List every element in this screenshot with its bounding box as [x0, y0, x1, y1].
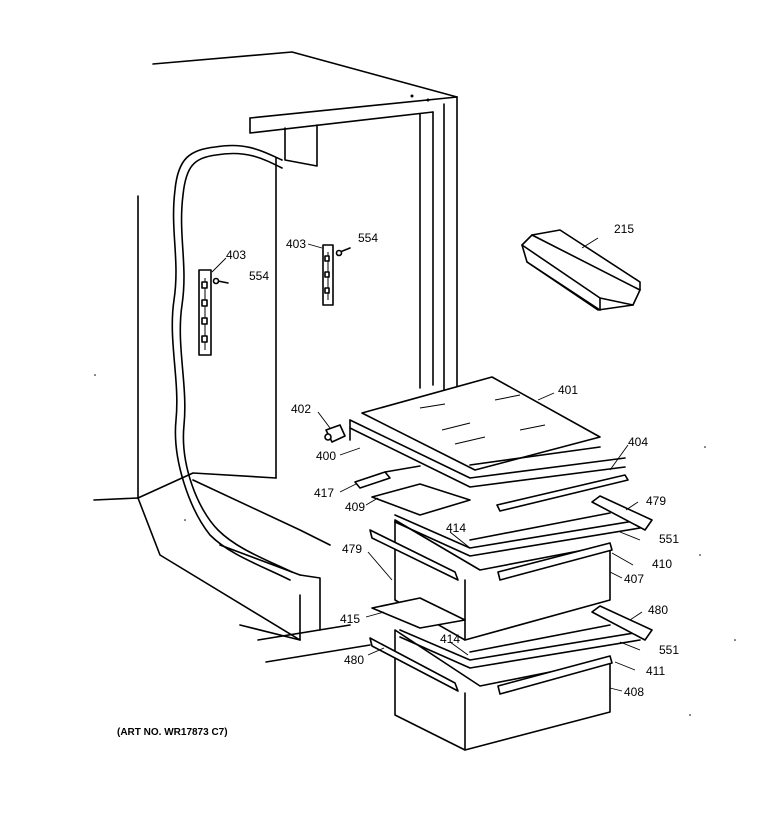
callout-414-upper: 414: [446, 521, 466, 535]
glass-shelf: [361, 376, 601, 471]
callout-414-lower: 414: [440, 632, 460, 646]
lower-drawer-frame: [399, 624, 641, 669]
callout-411: 411: [646, 664, 665, 678]
shelf-bracket: [324, 424, 346, 443]
art-number: (ART NO. WR17873 C7): [117, 727, 228, 738]
callout-480-left: 480: [344, 653, 364, 667]
callout-480-right: 480: [648, 603, 668, 617]
crisper-cover-glass: [371, 483, 471, 516]
callout-410: 410: [652, 557, 672, 571]
callout-409: 409: [345, 500, 365, 514]
callout-551-upper: 551: [659, 532, 679, 546]
callout-415: 415: [340, 612, 360, 626]
callout-479-left: 479: [342, 542, 362, 556]
upper-crisper-drawer: [369, 519, 613, 641]
callout-554-right: 554: [358, 231, 378, 245]
scan-specks: [94, 374, 736, 716]
screw-left: [212, 277, 229, 285]
callout-417: 417: [314, 486, 334, 500]
callout-551-lower: 551: [659, 643, 679, 657]
shelf-trim: [496, 474, 629, 512]
shelf-ladder-left: [198, 269, 212, 356]
callout-407: 407: [624, 572, 644, 586]
callout-408: 408: [624, 685, 644, 699]
callout-403-left: 403: [226, 248, 246, 262]
leader-lines: [211, 237, 643, 692]
door-gasket: [171, 144, 293, 581]
callout-554-left: 554: [249, 269, 269, 283]
callout-403-right: 403: [286, 237, 306, 251]
shelf-support-bar: [354, 465, 421, 489]
callout-404: 404: [628, 435, 648, 449]
callout-400: 400: [316, 449, 336, 463]
callout-401: 401: [558, 383, 578, 397]
screw-right: [335, 247, 351, 257]
lower-drawer-slide-right: [591, 605, 653, 641]
lower-crisper-drawer: [369, 629, 613, 751]
door-bin: [521, 229, 641, 311]
crisper-pan-cover: [371, 597, 466, 629]
callout-402: 402: [291, 402, 311, 416]
shelf-frame: [349, 419, 626, 488]
callout-215: 215: [614, 222, 634, 236]
callout-labels: 215 401 402 400 404 417 409 414 479 551 …: [226, 222, 679, 699]
callout-479-right: 479: [646, 494, 666, 508]
upper-drawer-slide-right: [591, 495, 653, 531]
shelf-ladder-right: [322, 244, 334, 306]
